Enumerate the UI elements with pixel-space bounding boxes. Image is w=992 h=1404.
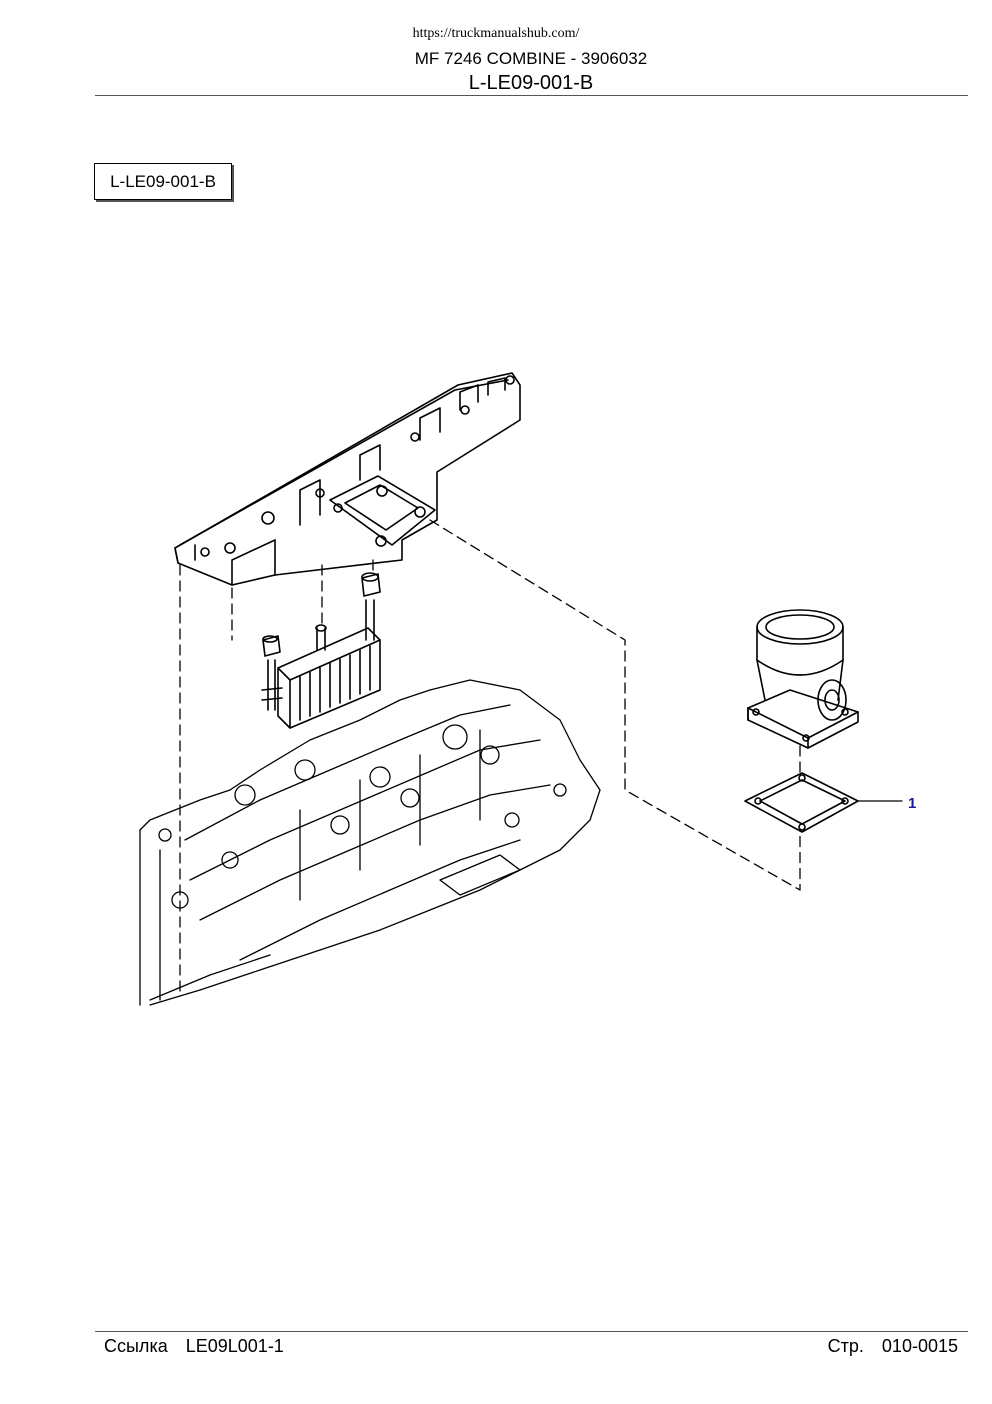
intake-manifold [174, 372, 521, 586]
callout-1: 1 [908, 795, 916, 812]
reference-label: Ссылка [104, 1336, 168, 1356]
intake-elbow [747, 609, 859, 749]
gasket [744, 772, 859, 833]
header-divider [95, 95, 968, 96]
reference-box: L-LE09-001-B [94, 163, 232, 200]
page-label: Стр. [827, 1336, 864, 1356]
reference-value: LE09L001-1 [185, 1336, 284, 1356]
cylinder-head [139, 679, 601, 1006]
footer-page: Стр. 010-0015 [828, 1336, 958, 1357]
bolts-and-spacers [261, 572, 381, 711]
footer-divider [95, 1331, 968, 1332]
exploded-parts-drawing: 1 [139, 372, 916, 1006]
model-title: MF 7246 COMBINE - 3906032 [414, 49, 648, 68]
assembly-lines [179, 519, 801, 996]
page-number: 010-0015 [881, 1336, 958, 1356]
footer-reference: Ссылка LE09L001-1 [104, 1336, 284, 1357]
source-url: https://truckmanualshub.com/ [412, 26, 580, 41]
page-code: L-LE09-001-B [468, 72, 594, 94]
heater-element [277, 627, 381, 729]
